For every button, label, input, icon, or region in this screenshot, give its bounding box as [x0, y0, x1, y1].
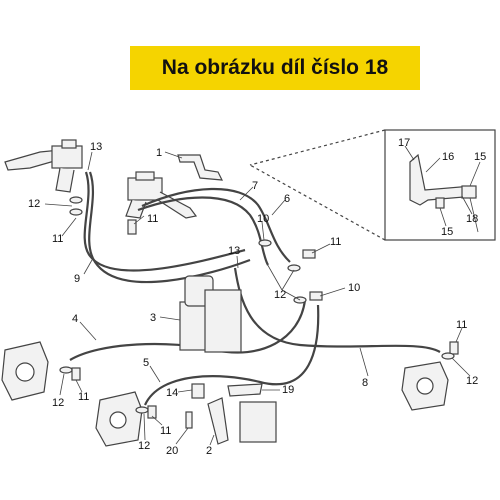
callout-12: 12: [466, 375, 478, 387]
rear-caliper: [401, 361, 449, 411]
callout-11: 11: [78, 391, 89, 403]
callout-12: 12: [28, 198, 40, 210]
callout-labels: 13 12 11 9 1 11 7 6 10 11 13 12 10 3 4 5…: [28, 137, 486, 457]
callout-20: 20: [166, 445, 178, 457]
left-master-cylinder: [4, 139, 83, 193]
callout-19: 19: [282, 384, 294, 396]
right-master-cylinder: [125, 171, 198, 219]
right-front-caliper: [95, 391, 143, 447]
callout-11: 11: [52, 233, 63, 245]
spacer-part-14: [191, 383, 205, 399]
callout-2: 2: [206, 445, 212, 457]
callout-7: 7: [252, 180, 258, 192]
callout-12: 12: [274, 289, 286, 301]
callout-11: 11: [147, 213, 158, 225]
callout-11: 11: [160, 425, 171, 437]
callout-11: 11: [330, 236, 341, 248]
banner-text: Na obrázku díl číslo 18: [161, 56, 389, 79]
callout-12: 12: [138, 440, 150, 452]
callout-9: 9: [74, 273, 80, 285]
callout-15: 15: [441, 226, 453, 238]
callout-17: 17: [398, 137, 410, 149]
part-number-banner: Na obrázku díl číslo 18: [130, 46, 420, 90]
callout-3: 3: [150, 312, 156, 324]
callout-11: 11: [456, 319, 467, 331]
callout-16: 16: [442, 151, 454, 163]
abs-unit: [179, 275, 242, 353]
callout-6: 6: [284, 193, 290, 205]
bolt-fittings: [59, 196, 459, 429]
callout-10: 10: [348, 282, 360, 294]
callout-15: 15: [474, 151, 486, 163]
clip-part-19: [227, 383, 277, 443]
callout-13: 13: [90, 141, 102, 153]
callout-18: 18: [466, 213, 478, 225]
callout-8: 8: [362, 377, 368, 389]
callout-12: 12: [52, 397, 64, 409]
left-front-caliper: [1, 341, 49, 401]
callout-4: 4: [72, 313, 78, 325]
callout-13: 13: [228, 245, 240, 257]
detail-inset: [249, 129, 496, 241]
callout-10: 10: [257, 213, 269, 225]
leader-lines: [44, 145, 481, 446]
bracket-part-1: [177, 154, 224, 181]
bracket-part-2: [207, 397, 229, 445]
callout-5: 5: [143, 357, 149, 369]
callout-1: 1: [156, 147, 162, 159]
callout-14: 14: [166, 387, 178, 399]
